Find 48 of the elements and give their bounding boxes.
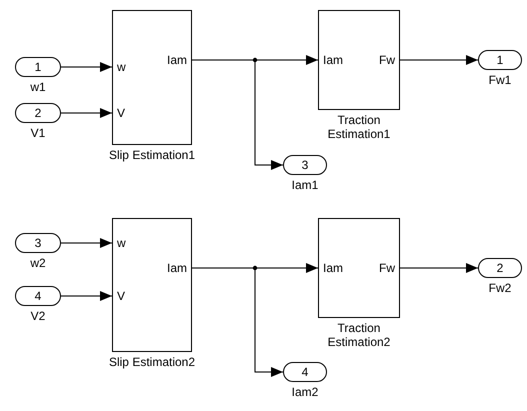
block-name: Iam1 [290,178,320,192]
port-terminal [15,103,61,123]
port-label: w [117,236,126,250]
subsystem-block [112,218,192,352]
block-name: Slip Estimation2 [108,355,196,369]
port-terminal [15,233,61,253]
subsystem-block [112,10,192,145]
port-number: 4 [302,365,308,379]
port-terminal [283,362,327,382]
port-terminal [15,57,61,77]
port-number: 2 [496,261,504,275]
block-name: Slip Estimation1 [108,148,196,162]
subsystem-block [318,10,400,110]
port-label: Iam [166,261,187,275]
port-label: Iam [166,53,187,67]
signal-arrow [60,62,112,72]
port-label: V [117,106,126,120]
subsystem-block [318,218,400,318]
port-number: 1 [34,60,42,74]
block-name: Traction Estimation1 [326,113,392,141]
block-name: w1 [29,80,47,94]
block-name: Fw1 [488,73,512,87]
block-name: w2 [29,256,47,270]
port-number: 1 [496,53,504,67]
block-name: Iam2 [290,385,320,399]
block-name: V1 [30,126,46,140]
port-label: V [117,289,126,303]
signal-arrow [60,238,112,248]
port-label: Iam [323,53,344,67]
port-terminal [283,155,327,175]
port-number: 4 [34,289,42,303]
port-label: w [117,60,126,74]
port-label: Iam [323,261,344,275]
port-number: 3 [302,158,308,172]
block-name: Traction Estimation2 [326,321,392,349]
signal-arrow [60,291,112,301]
port-label: Fw [379,53,395,67]
block-name: Fw2 [488,281,512,295]
block-name: V2 [30,309,46,323]
signal-arrow [60,108,112,118]
port-number: 3 [34,236,42,250]
port-number: 2 [34,106,42,120]
port-terminal [478,50,522,70]
port-terminal [478,258,522,278]
port-label: Fw [379,261,395,275]
signal-arrow [400,55,478,65]
signal-arrow [400,263,478,273]
port-terminal [15,286,61,306]
